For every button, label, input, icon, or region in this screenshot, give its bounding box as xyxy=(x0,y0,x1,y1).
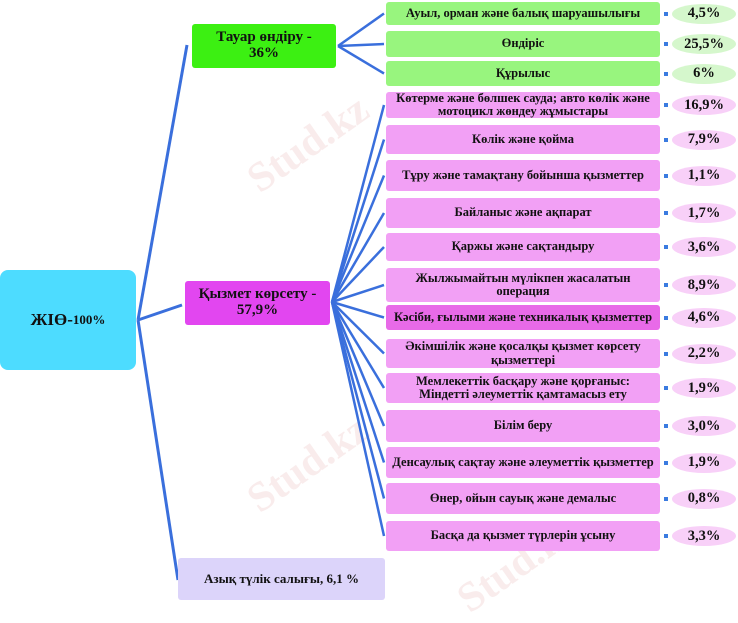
percent-badge: 3,6% xyxy=(672,237,736,257)
root-label: ЖІӨ- xyxy=(30,310,73,330)
bullet-icon xyxy=(664,460,668,465)
taxes-label: Азық түлік салығы, 6,1 % xyxy=(203,571,360,587)
connector-line xyxy=(330,212,386,303)
bullet-icon xyxy=(664,315,668,320)
percent-badge: 7,9% xyxy=(672,129,736,150)
percent-badge: 25,5% xyxy=(672,34,736,54)
percent-badge: 1,7% xyxy=(672,203,736,223)
percent-badge: 1,9% xyxy=(672,378,736,398)
category-box: Ауыл, орман және балық шаруашылығы xyxy=(386,2,660,25)
connector-line xyxy=(330,175,386,303)
connector-line xyxy=(331,283,385,304)
category-box: Құрылыс xyxy=(386,61,660,86)
bullet-icon xyxy=(664,42,668,46)
bullet-icon xyxy=(664,173,668,178)
category-box: Қаржы және сақтандыру xyxy=(386,233,660,261)
category-box: Өндіріс xyxy=(386,31,660,57)
bullet-icon xyxy=(664,534,668,538)
category-box: Жылжымайтын мүлікпен жасалатын операция xyxy=(386,268,660,302)
connector-line xyxy=(136,319,180,581)
percent-badge: 1,9% xyxy=(672,452,736,473)
bullet-icon xyxy=(664,103,668,107)
percent-badge: 3,0% xyxy=(672,416,736,436)
bullet-icon xyxy=(664,137,668,142)
category-box: Басқа да қызмет түрлерін ұсыну xyxy=(386,521,660,551)
percent-badge: 8,9% xyxy=(672,275,736,295)
goods-node: Тауар өндіру -36% xyxy=(192,24,336,68)
percent-badge: 2,2% xyxy=(672,343,736,364)
percent-badge: 6% xyxy=(672,63,736,84)
connector-line xyxy=(331,300,385,319)
connector-line xyxy=(330,139,386,303)
services-node: Қызмет көрсету -57,9% xyxy=(185,281,330,325)
percent-badge: 3,3% xyxy=(672,526,736,546)
goods-label: Тауар өндіру - xyxy=(216,29,312,46)
percent-badge: 4,6% xyxy=(672,307,736,328)
category-box: Көтерме және бөлшек сауда; авто көлік жә… xyxy=(386,91,660,118)
connector-line xyxy=(136,44,189,321)
category-box: Көлік және қойма xyxy=(386,125,660,154)
connector-line xyxy=(330,301,386,499)
goods-value: 36% xyxy=(249,45,279,61)
connector-line xyxy=(330,301,386,389)
bullet-icon xyxy=(664,351,668,356)
services-label: Қызмет көрсету - xyxy=(198,286,317,303)
connector-line xyxy=(330,104,386,303)
category-box: Өнер, ойын сауық және демалыс xyxy=(386,483,660,514)
taxes-node: Азық түлік салығы, 6,1 % xyxy=(178,558,385,600)
percent-badge: 4,5% xyxy=(672,3,736,24)
bullet-icon xyxy=(664,496,668,501)
category-box: Мемлекеттік басқару және қорғаныс: Мінде… xyxy=(386,373,660,403)
bullet-icon xyxy=(664,245,668,249)
connector-line xyxy=(137,303,183,322)
connector-line xyxy=(337,42,385,48)
percent-badge: 16,9% xyxy=(672,95,736,115)
bullet-icon xyxy=(664,11,668,16)
percent-badge: 0,8% xyxy=(672,488,736,509)
connector-line xyxy=(337,12,385,48)
category-box: Тұру және тамақтану бойынша қызметтер xyxy=(386,160,660,191)
category-box: Денсаулық сақтау және әлеуметтік қызметт… xyxy=(386,447,660,478)
category-box: Кәсіби, ғылыми және техникалық қызметтер xyxy=(386,305,660,330)
bullet-icon xyxy=(664,386,668,390)
connector-lines xyxy=(136,12,386,581)
bullet-icon xyxy=(664,424,668,428)
connector-line xyxy=(330,301,386,427)
connector-line xyxy=(331,246,385,303)
bullet-icon xyxy=(664,283,668,287)
connector-line xyxy=(330,301,386,463)
connector-line xyxy=(330,301,386,537)
percent-badge: 1,1% xyxy=(672,165,736,186)
category-box: Байланыс және ақпарат xyxy=(386,198,660,228)
category-box: Әкімшілік және қосалқы қызмет көрсету қы… xyxy=(386,339,660,368)
category-box: Білім беру xyxy=(386,410,660,442)
services-value: 57,9% xyxy=(236,302,279,318)
bullet-icon xyxy=(664,71,668,76)
root-value: 100% xyxy=(72,312,106,328)
root-node: ЖІӨ-100% xyxy=(0,270,136,370)
connector-line xyxy=(331,301,385,355)
connector-line xyxy=(337,44,385,75)
bullet-icon xyxy=(664,211,668,215)
